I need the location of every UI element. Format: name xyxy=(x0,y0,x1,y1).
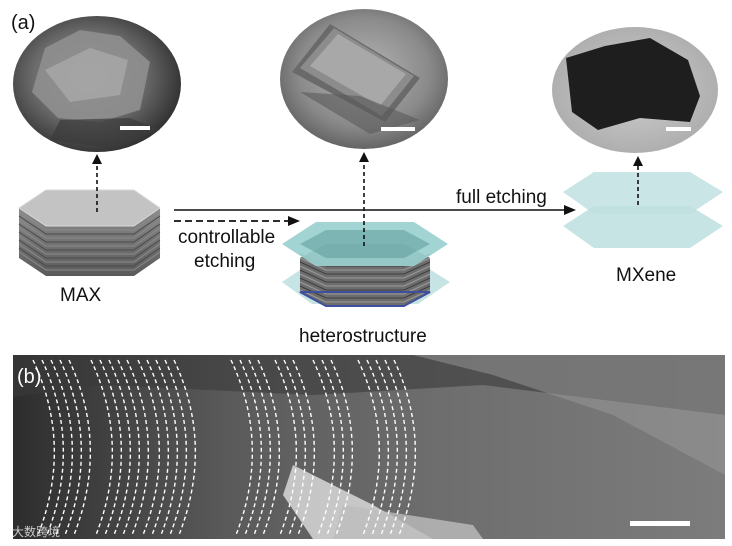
arrow-head-icon xyxy=(359,152,369,162)
sem-inset-max xyxy=(13,16,181,152)
panel-a-label: (a) xyxy=(11,12,35,35)
arrow-head-icon xyxy=(564,205,576,215)
heterostructure-stack xyxy=(282,222,450,306)
arrow-head-icon xyxy=(92,154,102,164)
sem-inset-mxene xyxy=(552,27,718,153)
sem-image-panel-b xyxy=(13,355,725,539)
sem-inset-heterostructure xyxy=(280,9,448,149)
controllable-label-line1: controllable xyxy=(178,227,275,249)
full-etching-label: full etching xyxy=(456,187,547,209)
max-stack xyxy=(19,190,160,276)
watermark: 大数跨境 xyxy=(12,523,60,540)
scale-bar xyxy=(381,127,415,131)
max-label: MAX xyxy=(60,285,101,307)
mxene-label: MXene xyxy=(616,265,676,287)
scale-bar xyxy=(666,127,691,131)
scale-bar xyxy=(630,521,690,526)
panel-b-label: (b) xyxy=(17,366,41,389)
arrow-head-icon xyxy=(633,156,643,166)
scale-bar xyxy=(120,126,150,130)
controllable-label-line2: etching xyxy=(194,251,255,273)
mxene-sheets xyxy=(563,172,723,248)
arrow-head-icon xyxy=(288,216,300,226)
heterostructure-label: heterostructure xyxy=(299,326,427,348)
